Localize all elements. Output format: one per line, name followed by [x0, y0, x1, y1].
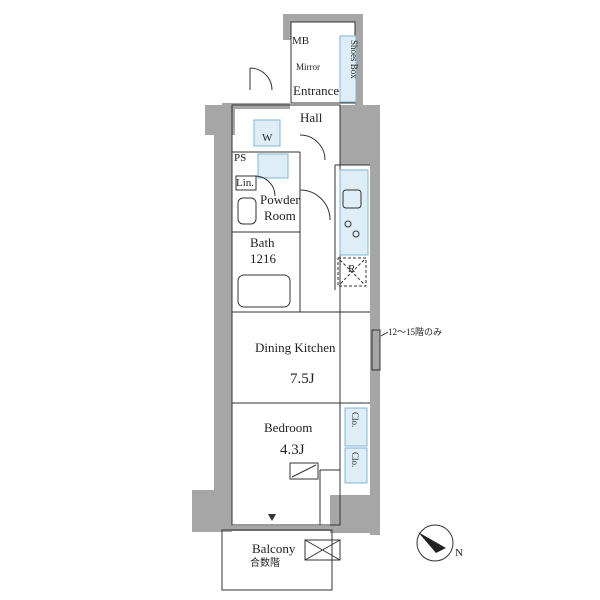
bath-size: 1216 [250, 251, 277, 266]
appliances [235, 175, 381, 561]
closet-top-label: Clo. [350, 412, 360, 427]
closet-bottom [344, 447, 368, 484]
linen-label: Lin. [236, 177, 254, 189]
entry-marker [268, 514, 276, 521]
bath-label: Bath [250, 235, 275, 250]
fridge-space [337, 257, 367, 287]
stove-burner-1 [344, 220, 352, 228]
washer [253, 119, 281, 147]
dining-kitchen-label: Dining Kitchen [255, 340, 336, 355]
walls [192, 14, 380, 535]
fixtures [253, 35, 369, 484]
bedroom-ac [289, 462, 319, 480]
sink [342, 189, 362, 209]
toilet [237, 197, 257, 225]
kitchen-counter [339, 169, 369, 256]
powder-room-label-2: Room [264, 208, 296, 223]
entrance-label: Entrance [293, 83, 339, 98]
closet-bottom-label: Clo. [350, 452, 360, 467]
stove-burner-2 [352, 230, 360, 238]
mirror-label: Mirror [296, 62, 320, 72]
compass: N [416, 524, 463, 562]
bathtub [237, 274, 291, 308]
window-frame [371, 329, 381, 371]
hall-label: Hall [300, 110, 323, 125]
interior-lines [221, 21, 370, 591]
powder-room-label: Powder [260, 192, 300, 207]
ps-label: PS [234, 152, 246, 164]
washer-label: W [262, 132, 273, 144]
floor-note: 12～15階のみ [388, 327, 442, 337]
bedroom-label: Bedroom [264, 420, 312, 435]
balcony-note: 合数階 [250, 556, 280, 569]
shoes-box-label: Shoes Box [349, 40, 359, 79]
balcony-label: Balcony [252, 541, 296, 556]
closet-top [344, 407, 368, 447]
balcony-unit [304, 539, 341, 561]
linen-shelf [235, 175, 257, 191]
washbasin [257, 153, 289, 179]
mb-label: MB [292, 35, 309, 47]
north-label: N [455, 547, 463, 559]
dining-kitchen-size: 7.5J [290, 371, 315, 387]
shoes-box-cabinet [339, 35, 357, 103]
fridge-label: R [348, 263, 356, 275]
bedroom-size: 4.3J [280, 442, 305, 458]
doors [249, 67, 331, 221]
